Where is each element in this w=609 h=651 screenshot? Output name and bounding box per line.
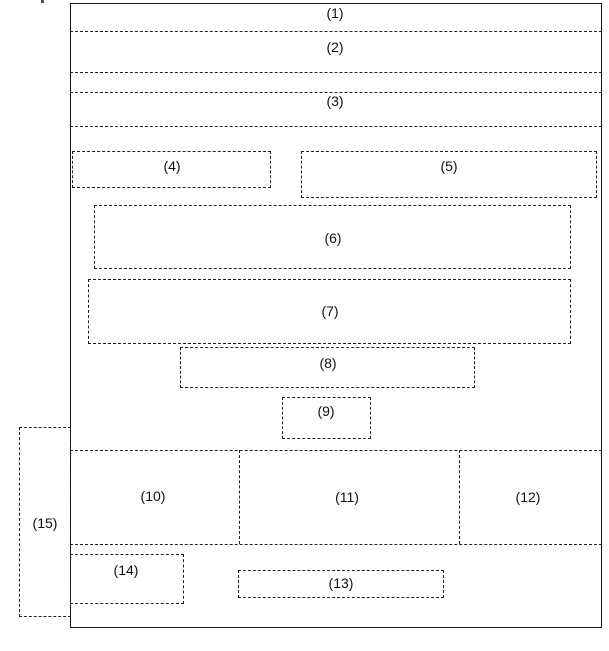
region-label-5: (5) xyxy=(440,158,458,174)
separator-band-top xyxy=(70,450,602,451)
region-box-9 xyxy=(282,397,371,439)
divider-10-11 xyxy=(239,450,240,544)
region-label-9: (9) xyxy=(317,403,335,419)
separator-band-bottom xyxy=(70,544,602,545)
region-label-6: (6) xyxy=(324,230,342,246)
region-label-14: (14) xyxy=(113,562,139,578)
region-label-7: (7) xyxy=(321,303,339,319)
region-label-10: (10) xyxy=(140,488,166,504)
region-box-4 xyxy=(72,151,271,188)
region-label-13: (13) xyxy=(328,575,354,591)
region-box-15 xyxy=(19,427,71,617)
region-box-6 xyxy=(94,205,571,269)
region-label-3: (3) xyxy=(326,93,344,109)
region-box-13 xyxy=(238,570,444,598)
region-box-7 xyxy=(88,279,571,344)
region-label-8: (8) xyxy=(319,355,337,371)
region-label-15: (15) xyxy=(32,515,58,531)
region-label-11: (11) xyxy=(335,489,359,505)
region-label-12: (12) xyxy=(515,489,541,505)
scan-artifact-dot xyxy=(41,0,44,3)
region-label-1: (1) xyxy=(326,5,344,21)
separator-3-b xyxy=(70,126,602,127)
separator-1-2 xyxy=(70,31,602,32)
region-box-5 xyxy=(301,151,597,198)
separator-2-a xyxy=(70,72,602,73)
region-label-2: (2) xyxy=(326,39,344,55)
page-outline xyxy=(70,3,602,628)
divider-11-12 xyxy=(459,450,460,544)
region-label-4: (4) xyxy=(163,158,181,174)
separator-2-3 xyxy=(70,92,602,93)
region-box-8 xyxy=(180,347,475,388)
